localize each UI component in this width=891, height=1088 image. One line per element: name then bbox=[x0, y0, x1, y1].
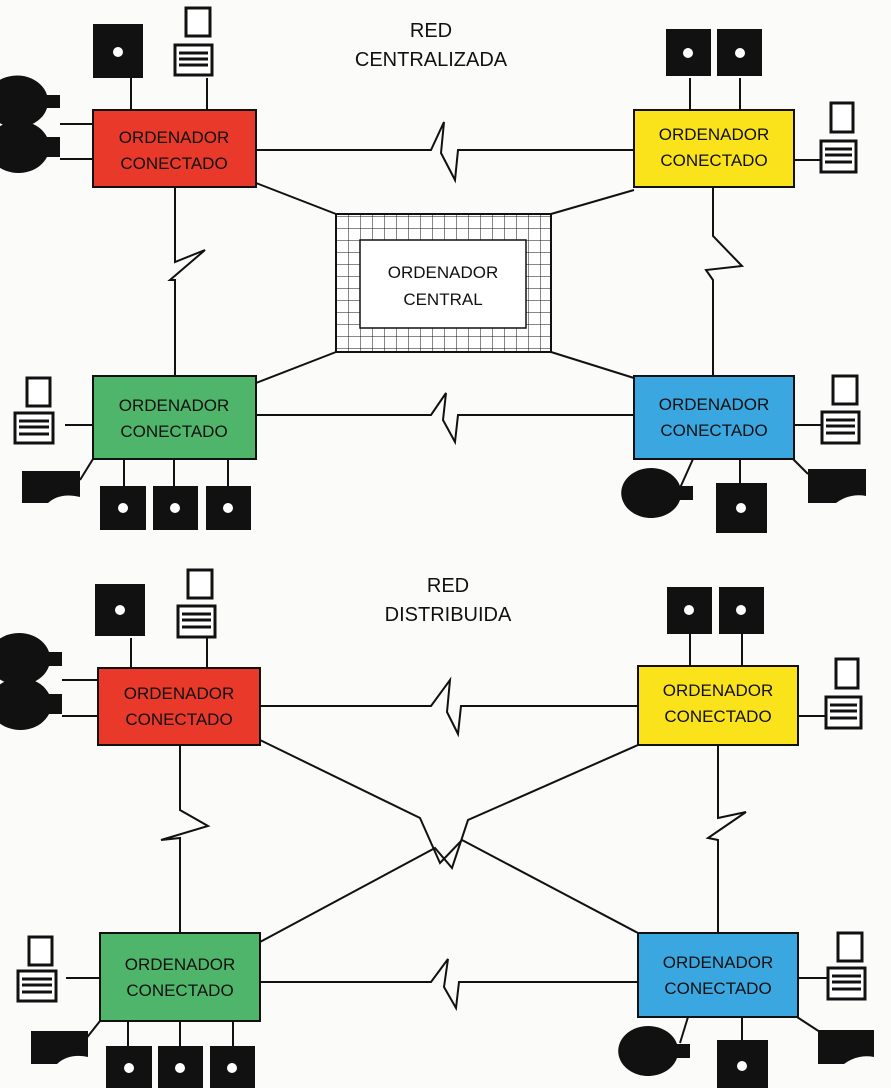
disk-drive-icon bbox=[666, 29, 711, 76]
link-yellow-green bbox=[259, 744, 639, 943]
node-label-line1: ORDENADOR bbox=[659, 125, 770, 144]
central-label-line1: ORDENADOR bbox=[388, 263, 499, 282]
node-label-line1: ORDENADOR bbox=[124, 684, 235, 703]
node-box bbox=[99, 932, 261, 1022]
link-red-green bbox=[167, 187, 206, 376]
connected-computer-red: ORDENADOR CONECTADO bbox=[0, 568, 261, 746]
node-box bbox=[633, 375, 795, 460]
disk-drive-icon bbox=[667, 587, 712, 634]
disk-drive-icon bbox=[717, 1040, 768, 1088]
distributed-title-line2: DISTRIBUIDA bbox=[385, 604, 512, 626]
disk-drive-icon bbox=[106, 1046, 152, 1088]
centralized-network-diagram: RED CENTRALIZADA ORDENADOR CENTRAL bbox=[0, 6, 866, 533]
node-label-line1: ORDENADOR bbox=[659, 395, 770, 414]
terminal-icon bbox=[826, 931, 867, 1001]
distributed-network-diagram: RED DISTRIBUIDA ORDENADOR CONECTADO bbox=[0, 568, 874, 1088]
node-box bbox=[97, 667, 261, 746]
tape-drive-icon bbox=[0, 75, 60, 128]
tape-drive-icon bbox=[0, 633, 62, 685]
tape-drive-icon bbox=[621, 468, 693, 519]
tape-drive-icon bbox=[0, 121, 60, 173]
disk-drive-icon bbox=[100, 486, 146, 530]
link-red-green bbox=[160, 745, 211, 933]
disk-drive-icon bbox=[153, 486, 198, 530]
disk-drive-icon bbox=[93, 24, 143, 78]
terminal-icon bbox=[819, 101, 858, 174]
connected-computer-blue: ORDENADOR CONECTADO bbox=[618, 931, 874, 1088]
tape-drive-icon bbox=[618, 1026, 690, 1076]
link-blue-central bbox=[550, 351, 635, 379]
node-label-line1: ORDENADOR bbox=[663, 681, 774, 700]
connected-computer-green: ORDENADOR CONECTADO bbox=[13, 375, 257, 530]
link-green-blue bbox=[256, 392, 634, 446]
terminal-icon bbox=[13, 376, 55, 445]
link-yellow-central bbox=[550, 189, 635, 215]
disk-drive-icon bbox=[210, 1046, 255, 1088]
node-label-line1: ORDENADOR bbox=[119, 128, 230, 147]
node-box bbox=[637, 932, 799, 1018]
connected-computer-yellow: ORDENADOR CONECTADO bbox=[637, 587, 863, 746]
node-label-line1: ORDENADOR bbox=[663, 953, 774, 972]
node-label-line2: CONECTADO bbox=[120, 154, 227, 173]
printer-icon bbox=[31, 1031, 88, 1064]
centralized-title-line1: RED bbox=[410, 20, 452, 42]
node-box bbox=[633, 109, 795, 188]
terminal-icon bbox=[820, 374, 861, 445]
terminal-icon bbox=[176, 568, 217, 639]
disk-drive-icon bbox=[719, 587, 764, 634]
terminal-icon bbox=[16, 935, 58, 1003]
disk-drive-icon bbox=[95, 584, 145, 636]
link-green-blue bbox=[260, 958, 638, 1012]
printer-icon bbox=[22, 471, 80, 503]
link-yellow-blue bbox=[705, 745, 747, 933]
link-green-central bbox=[255, 351, 337, 384]
link-red-yellow bbox=[260, 676, 638, 738]
link-red-yellow bbox=[256, 121, 634, 184]
terminal-icon bbox=[173, 6, 214, 77]
node-label-line2: CONECTADO bbox=[660, 151, 767, 170]
node-label-line2: CONECTADO bbox=[664, 979, 771, 998]
central-label-line2: CENTRAL bbox=[403, 290, 482, 309]
connected-computer-green: ORDENADOR CONECTADO bbox=[16, 932, 261, 1088]
link-yellow-blue bbox=[704, 187, 745, 376]
disk-drive-icon bbox=[206, 486, 251, 530]
central-computer: ORDENADOR CENTRAL bbox=[335, 213, 552, 353]
distributed-title-line1: RED bbox=[427, 575, 469, 597]
link-red-blue bbox=[259, 739, 639, 934]
node-label-line1: ORDENADOR bbox=[119, 396, 230, 415]
disk-drive-icon bbox=[158, 1046, 203, 1088]
connected-computer-blue: ORDENADOR CONECTADO bbox=[621, 374, 866, 533]
node-box bbox=[92, 109, 257, 188]
centralized-links bbox=[167, 121, 745, 446]
node-label-line2: CONECTADO bbox=[660, 421, 767, 440]
node-box bbox=[92, 375, 257, 460]
connected-computer-red: ORDENADOR CONECTADO bbox=[0, 6, 257, 188]
node-box bbox=[637, 665, 799, 746]
disk-drive-icon bbox=[717, 29, 762, 76]
terminal-icon bbox=[824, 657, 863, 730]
disk-drive-icon bbox=[716, 483, 767, 533]
printer-icon bbox=[808, 469, 866, 503]
centralized-title-line2: CENTRALIZADA bbox=[355, 49, 508, 71]
node-label-line2: CONECTADO bbox=[126, 981, 233, 1000]
node-label-line1: ORDENADOR bbox=[125, 955, 236, 974]
node-label-line2: CONECTADO bbox=[664, 707, 771, 726]
distributed-links bbox=[160, 676, 747, 1012]
node-label-line2: CONECTADO bbox=[125, 710, 232, 729]
link-red-central bbox=[255, 182, 337, 215]
tape-drive-icon bbox=[0, 678, 62, 730]
connected-computer-yellow: ORDENADOR CONECTADO bbox=[633, 29, 858, 188]
printer-icon bbox=[818, 1030, 874, 1064]
node-label-line2: CONECTADO bbox=[120, 422, 227, 441]
